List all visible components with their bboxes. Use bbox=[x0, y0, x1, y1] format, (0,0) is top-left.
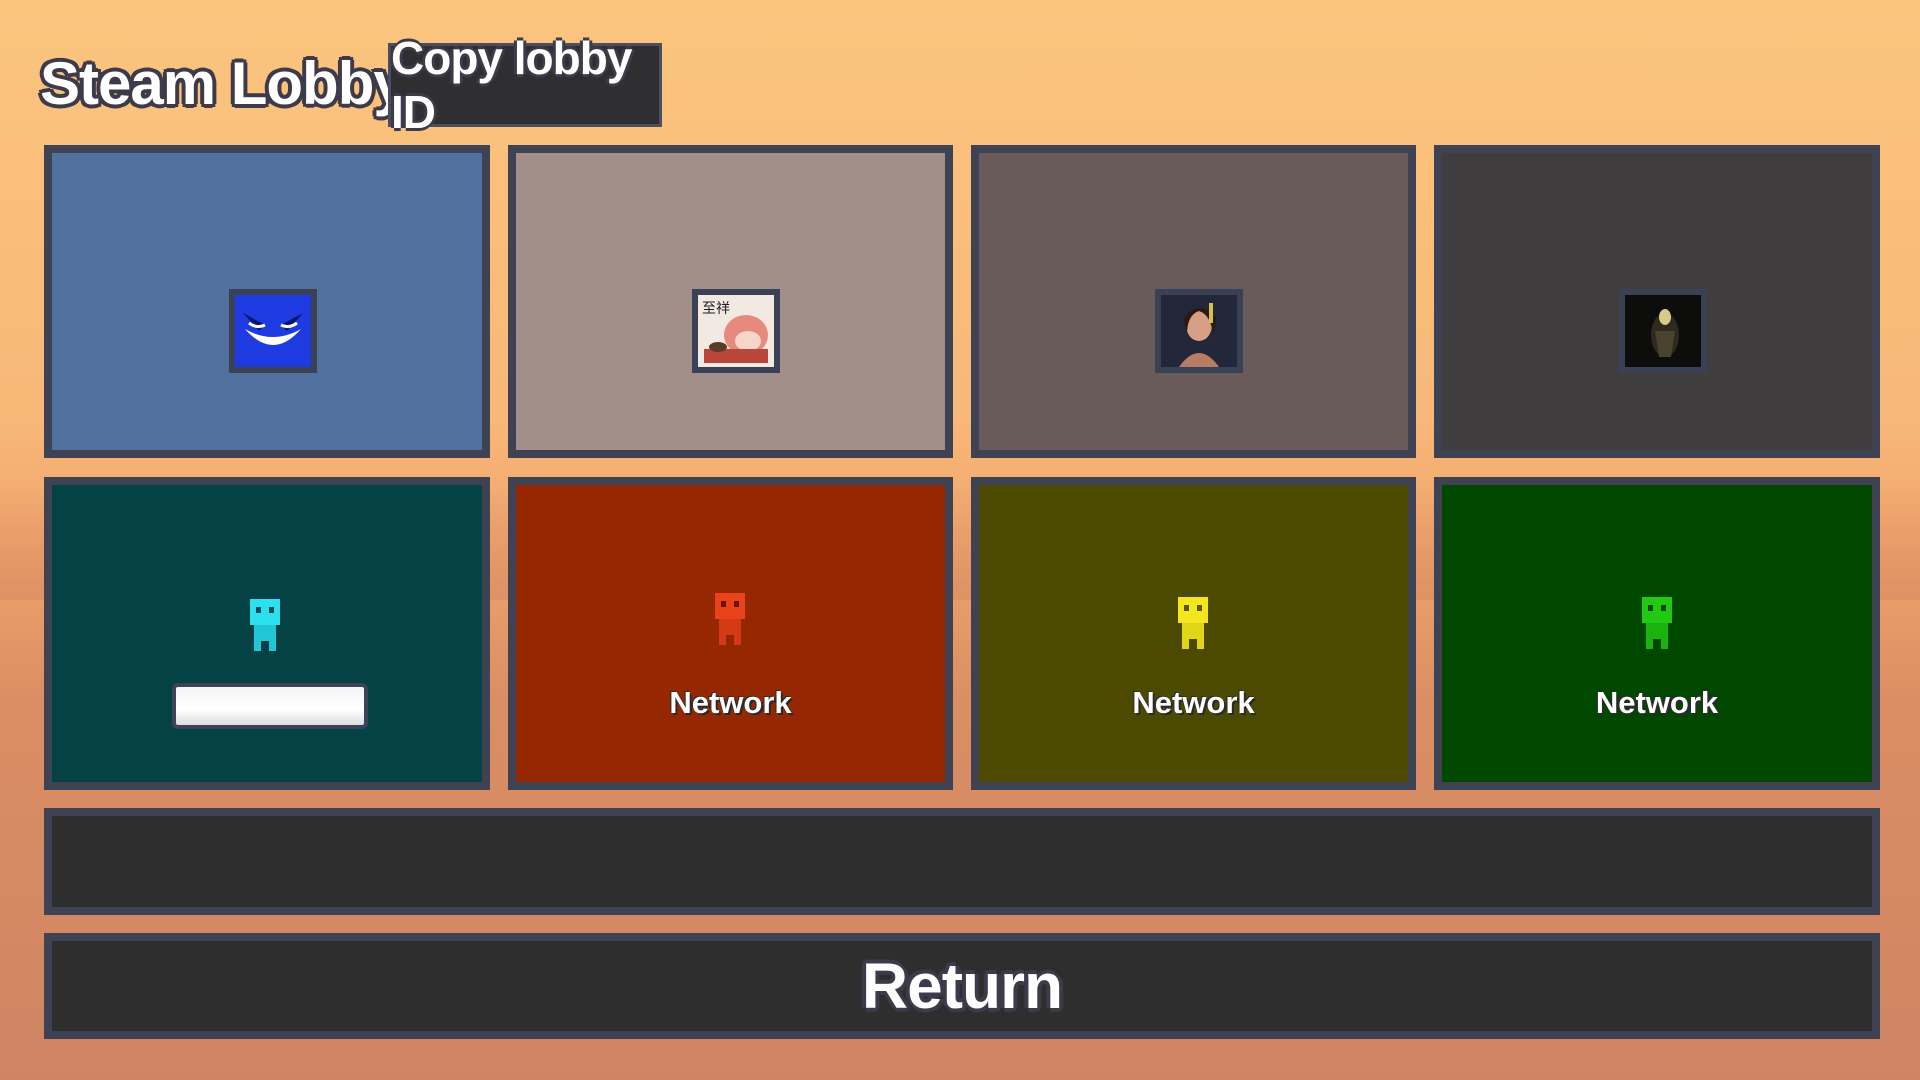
network-label: Network bbox=[1595, 685, 1719, 720]
anime-girl-with-kanji-avatar: 至 祥 bbox=[692, 289, 780, 373]
player-slot-7-network: Network bbox=[971, 477, 1416, 790]
player-slot-1 bbox=[44, 145, 490, 458]
network-label: Network bbox=[1132, 685, 1255, 720]
return-button-label: Return bbox=[861, 950, 1063, 1022]
player-name-input[interactable] bbox=[172, 683, 368, 729]
network-label: Network bbox=[669, 685, 792, 720]
lobby-status-bar bbox=[44, 808, 1880, 915]
dark-figure-avatar bbox=[1619, 289, 1707, 373]
blue-grinning-face-avatar bbox=[229, 289, 317, 373]
red-character-icon bbox=[715, 593, 745, 645]
copy-lobby-id-button[interactable]: Copy lobby ID bbox=[388, 32, 662, 138]
player-slot-8-network: Network bbox=[1434, 477, 1880, 790]
woman-portrait-avatar bbox=[1155, 289, 1243, 373]
player-slot-6-network: Network bbox=[508, 477, 953, 790]
page-title: Steam Lobby bbox=[40, 50, 407, 117]
yellow-character-icon bbox=[1178, 597, 1208, 649]
green-character-icon bbox=[1642, 597, 1672, 649]
player-slot-3 bbox=[971, 145, 1416, 458]
player-slot-4 bbox=[1434, 145, 1880, 458]
return-button[interactable]: Return bbox=[44, 933, 1880, 1039]
svg-text:祥: 祥 bbox=[716, 301, 730, 317]
cyan-character-icon bbox=[250, 599, 280, 651]
svg-text:至: 至 bbox=[702, 301, 716, 317]
player-slot-5-local bbox=[44, 477, 490, 790]
player-slot-2: 至 祥 bbox=[508, 145, 953, 458]
